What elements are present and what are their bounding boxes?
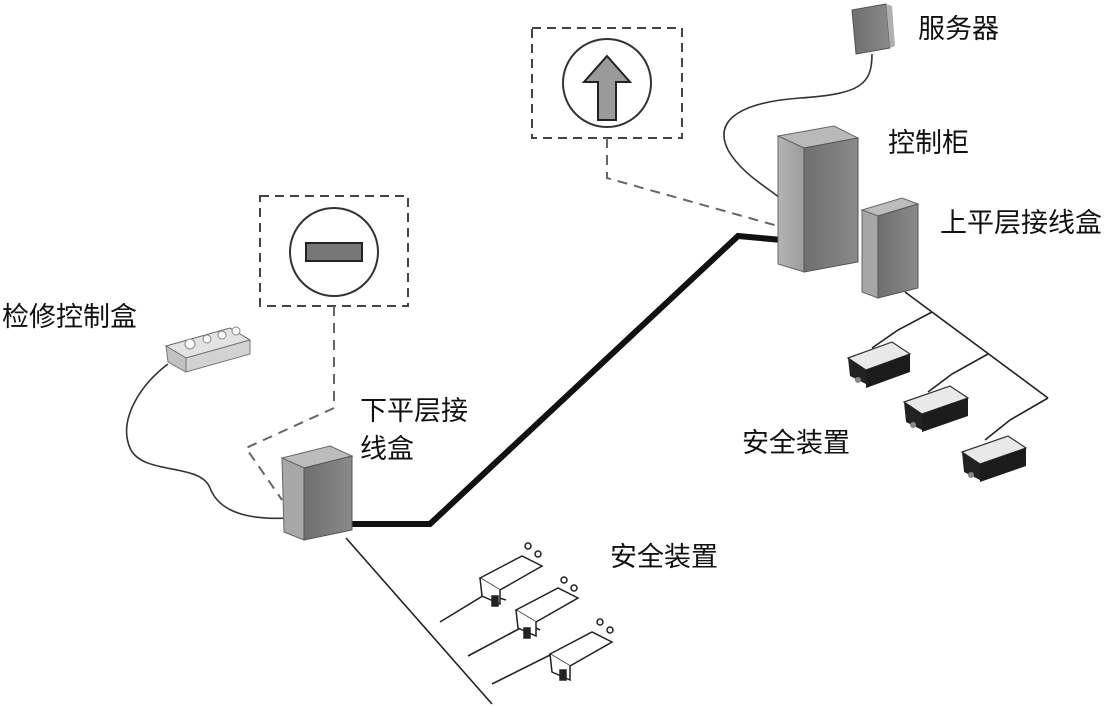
minus-bar-icon <box>305 242 363 262</box>
lower-junction-box-label-line1: 下平层接 <box>360 396 468 427</box>
lower-safety-device-3 <box>548 618 614 682</box>
control-cabinet-label: 控制柜 <box>888 128 969 159</box>
up-indicator-dashed-link <box>606 138 786 229</box>
maintenance-control-box <box>164 326 252 373</box>
level-indicator-dashed-link <box>244 306 335 501</box>
upper-safety-device-1 <box>846 341 912 388</box>
control-cabinet <box>776 125 860 273</box>
level-bar-indicator <box>259 195 409 307</box>
maintenance-cable <box>125 363 291 520</box>
lower-junction-box <box>280 445 354 541</box>
server-cable <box>723 53 873 201</box>
up-arrow-indicator <box>531 27 683 139</box>
upper-safety-device-label: 安全装置 <box>742 428 850 459</box>
server-icon <box>851 3 895 55</box>
lower-safety-device-label: 安全装置 <box>610 542 718 573</box>
upper-junction-box-label: 上平层接线盒 <box>940 208 1102 239</box>
lower-safety-device-1 <box>478 542 544 607</box>
upper-safety-wiring <box>871 291 1049 441</box>
main-cable <box>350 232 783 527</box>
upper-safety-device-3 <box>960 435 1028 482</box>
upper-junction-box <box>860 197 920 299</box>
lower-junction-box-label-line2: 线盒 <box>360 434 414 465</box>
up-arrow-icon <box>581 54 633 121</box>
upper-safety-device-2 <box>902 385 970 432</box>
server-label: 服务器 <box>918 14 999 45</box>
maintenance-box-label: 检修控制盒 <box>2 302 137 333</box>
lower-safety-device-2 <box>514 576 580 639</box>
